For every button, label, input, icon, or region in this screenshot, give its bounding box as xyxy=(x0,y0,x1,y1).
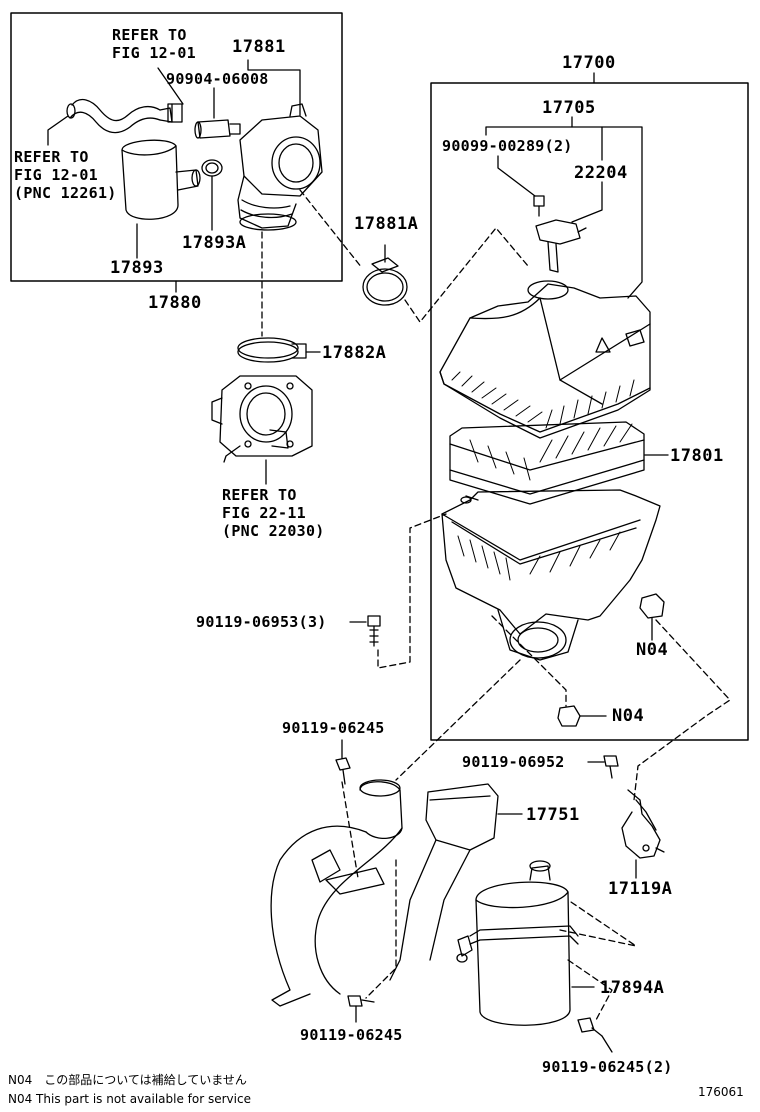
bolt-90119-06245-2-icon xyxy=(577,1017,603,1037)
label-17751: 17751 xyxy=(526,805,580,825)
label-17893a: 17893A xyxy=(182,233,247,253)
resonator-17894a-icon xyxy=(456,860,579,1026)
label-17894a: 17894A xyxy=(600,978,665,998)
label-17119a: 17119A xyxy=(608,879,673,899)
bolt-90119-06245-bottom-icon xyxy=(347,995,375,1007)
screw-90099-icon xyxy=(533,195,545,217)
air-cleaner-case-icon xyxy=(441,489,661,661)
label-refer-fig-12-01-left-line2: FIG 12-01 xyxy=(14,166,98,184)
label-refer-fig-12-01-left-line1: REFER TO xyxy=(14,148,89,166)
clip-17893a-icon xyxy=(201,159,223,177)
label-n04-b: N04 xyxy=(612,706,645,726)
label-17700: 17700 xyxy=(562,53,616,73)
air-cleaner-cover-icon xyxy=(439,280,651,439)
label-90119-06245-top: 90119-06245 xyxy=(282,719,385,737)
label-17801: 17801 xyxy=(670,446,724,466)
footnote-jp: N04 この部品については補給していません xyxy=(8,1073,247,1087)
label-refer-fig-12-01-left-line3: (PNC 12261) xyxy=(14,184,117,202)
label-90904-06008: 90904-06008 xyxy=(166,70,269,88)
label-90119-06245-2: 90119-06245(2) xyxy=(542,1058,673,1076)
fitting-icon xyxy=(194,119,241,139)
label-90119-06245-bottom: 90119-06245 xyxy=(300,1026,403,1044)
clip-90904-icon xyxy=(167,103,183,123)
intake-hose-icon xyxy=(66,98,173,134)
footnote-en: N04 This part is not available for servi… xyxy=(8,1092,251,1106)
label-refer-fig-22-11-line2: FIG 22-11 xyxy=(222,504,306,522)
label-17880: 17880 xyxy=(148,293,202,313)
label-17893: 17893 xyxy=(110,258,164,278)
bolt-90119-06953-icon xyxy=(367,615,381,647)
label-n04-a: N04 xyxy=(636,640,669,660)
filter-element-17801-icon xyxy=(449,421,645,505)
grommet-n04-b-icon xyxy=(557,705,581,727)
bolt-90119-06952-icon xyxy=(603,755,619,779)
inlet-duct-17751-icon xyxy=(270,779,499,1007)
throttle-body-icon xyxy=(211,375,313,463)
resonator-17893-icon xyxy=(121,139,201,220)
label-90119-06953: 90119-06953(3) xyxy=(196,613,327,631)
label-refer-fig-12-01-top-line1: REFER TO xyxy=(112,26,187,44)
label-refer-fig-12-01-top-line2: FIG 12-01 xyxy=(112,44,196,62)
label-refer-fig-22-11-line1: REFER TO xyxy=(222,486,297,504)
label-17881: 17881 xyxy=(232,37,286,57)
label-17705: 17705 xyxy=(542,98,596,118)
intake-duct-17881-icon xyxy=(237,103,323,231)
label-90119-06952: 90119-06952 xyxy=(462,753,565,771)
figure-number: 176061 xyxy=(698,1085,744,1099)
bracket-17119a-icon xyxy=(621,789,665,859)
clamp-17881a-icon xyxy=(362,257,408,306)
label-17881a: 17881A xyxy=(354,214,419,234)
grommet-n04-a-icon xyxy=(639,593,665,619)
clamp-17882a-icon xyxy=(237,337,307,363)
label-17882a: 17882A xyxy=(322,343,387,363)
sensor-22204-icon xyxy=(535,219,587,273)
label-22204: 22204 xyxy=(574,163,628,183)
label-90099-00289: 90099-00289(2) xyxy=(442,137,573,155)
assembly-box-17700 xyxy=(430,82,749,741)
bolt-90119-06245-top-icon xyxy=(335,757,351,785)
label-refer-fig-22-11-line3: (PNC 22030) xyxy=(222,522,325,540)
